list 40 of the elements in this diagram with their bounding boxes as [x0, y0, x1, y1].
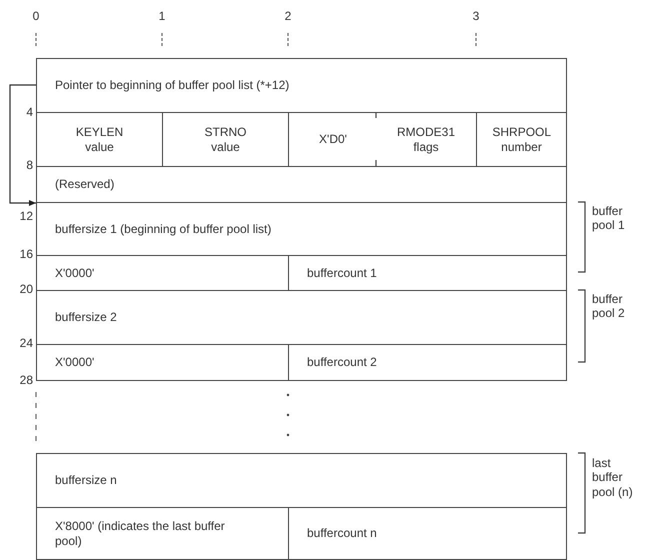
field-text: buffersize n: [55, 473, 117, 488]
field-text: X'0000': [55, 266, 94, 280]
offset-number: 4: [26, 105, 33, 120]
field-cell: [288, 344, 567, 381]
field-text: STRNO value: [204, 124, 248, 154]
byte-number: 3: [472, 9, 480, 24]
field-text: buffercount 2: [307, 355, 377, 370]
field-cell: [36, 290, 567, 345]
offset-number: 28: [20, 373, 33, 388]
field-cell: [288, 507, 567, 560]
field-text: buffersize 2: [55, 310, 117, 325]
field-cell: [36, 202, 567, 256]
field-text: X'D0': [319, 132, 347, 147]
field-text: buffercount 1: [307, 266, 377, 280]
field-text: (Reserved): [55, 177, 114, 192]
field-text: Pointer to beginning of buffer pool list (*+12): [55, 78, 290, 93]
pointer-arrow: [9, 84, 36, 206]
field-text: buffersize 1 (beginning of buffer pool list): [55, 222, 272, 236]
field-text: SHRPOOL number: [492, 124, 551, 154]
field-text: RMODE31 flags: [397, 124, 456, 154]
byte-number: 0: [32, 9, 40, 24]
bracket-label: buffer pool 1: [592, 204, 626, 233]
bracket-label: last buffer pool (n): [592, 456, 634, 500]
field-text: buffercount n: [307, 526, 377, 541]
offset-number: 16: [20, 247, 33, 262]
field-cell: [36, 344, 289, 381]
offset-number: 8: [26, 158, 33, 172]
byte-number: 2: [284, 9, 292, 24]
offset-number: 12: [20, 209, 33, 224]
field-cell: [36, 58, 567, 113]
field-cell: [36, 507, 289, 560]
offset-number: 24: [20, 336, 33, 350]
field-text: KEYLEN value: [74, 124, 124, 154]
field-text: X'0000': [55, 355, 94, 370]
byte-number: 1: [158, 9, 166, 24]
offset-number: 20: [20, 282, 33, 296]
field-cell: [36, 453, 567, 508]
field-cell: [36, 166, 567, 203]
field-text: X'8000' (indicates the last buffer pool): [55, 518, 226, 548]
bracket-label: buffer pool 2: [592, 292, 626, 321]
